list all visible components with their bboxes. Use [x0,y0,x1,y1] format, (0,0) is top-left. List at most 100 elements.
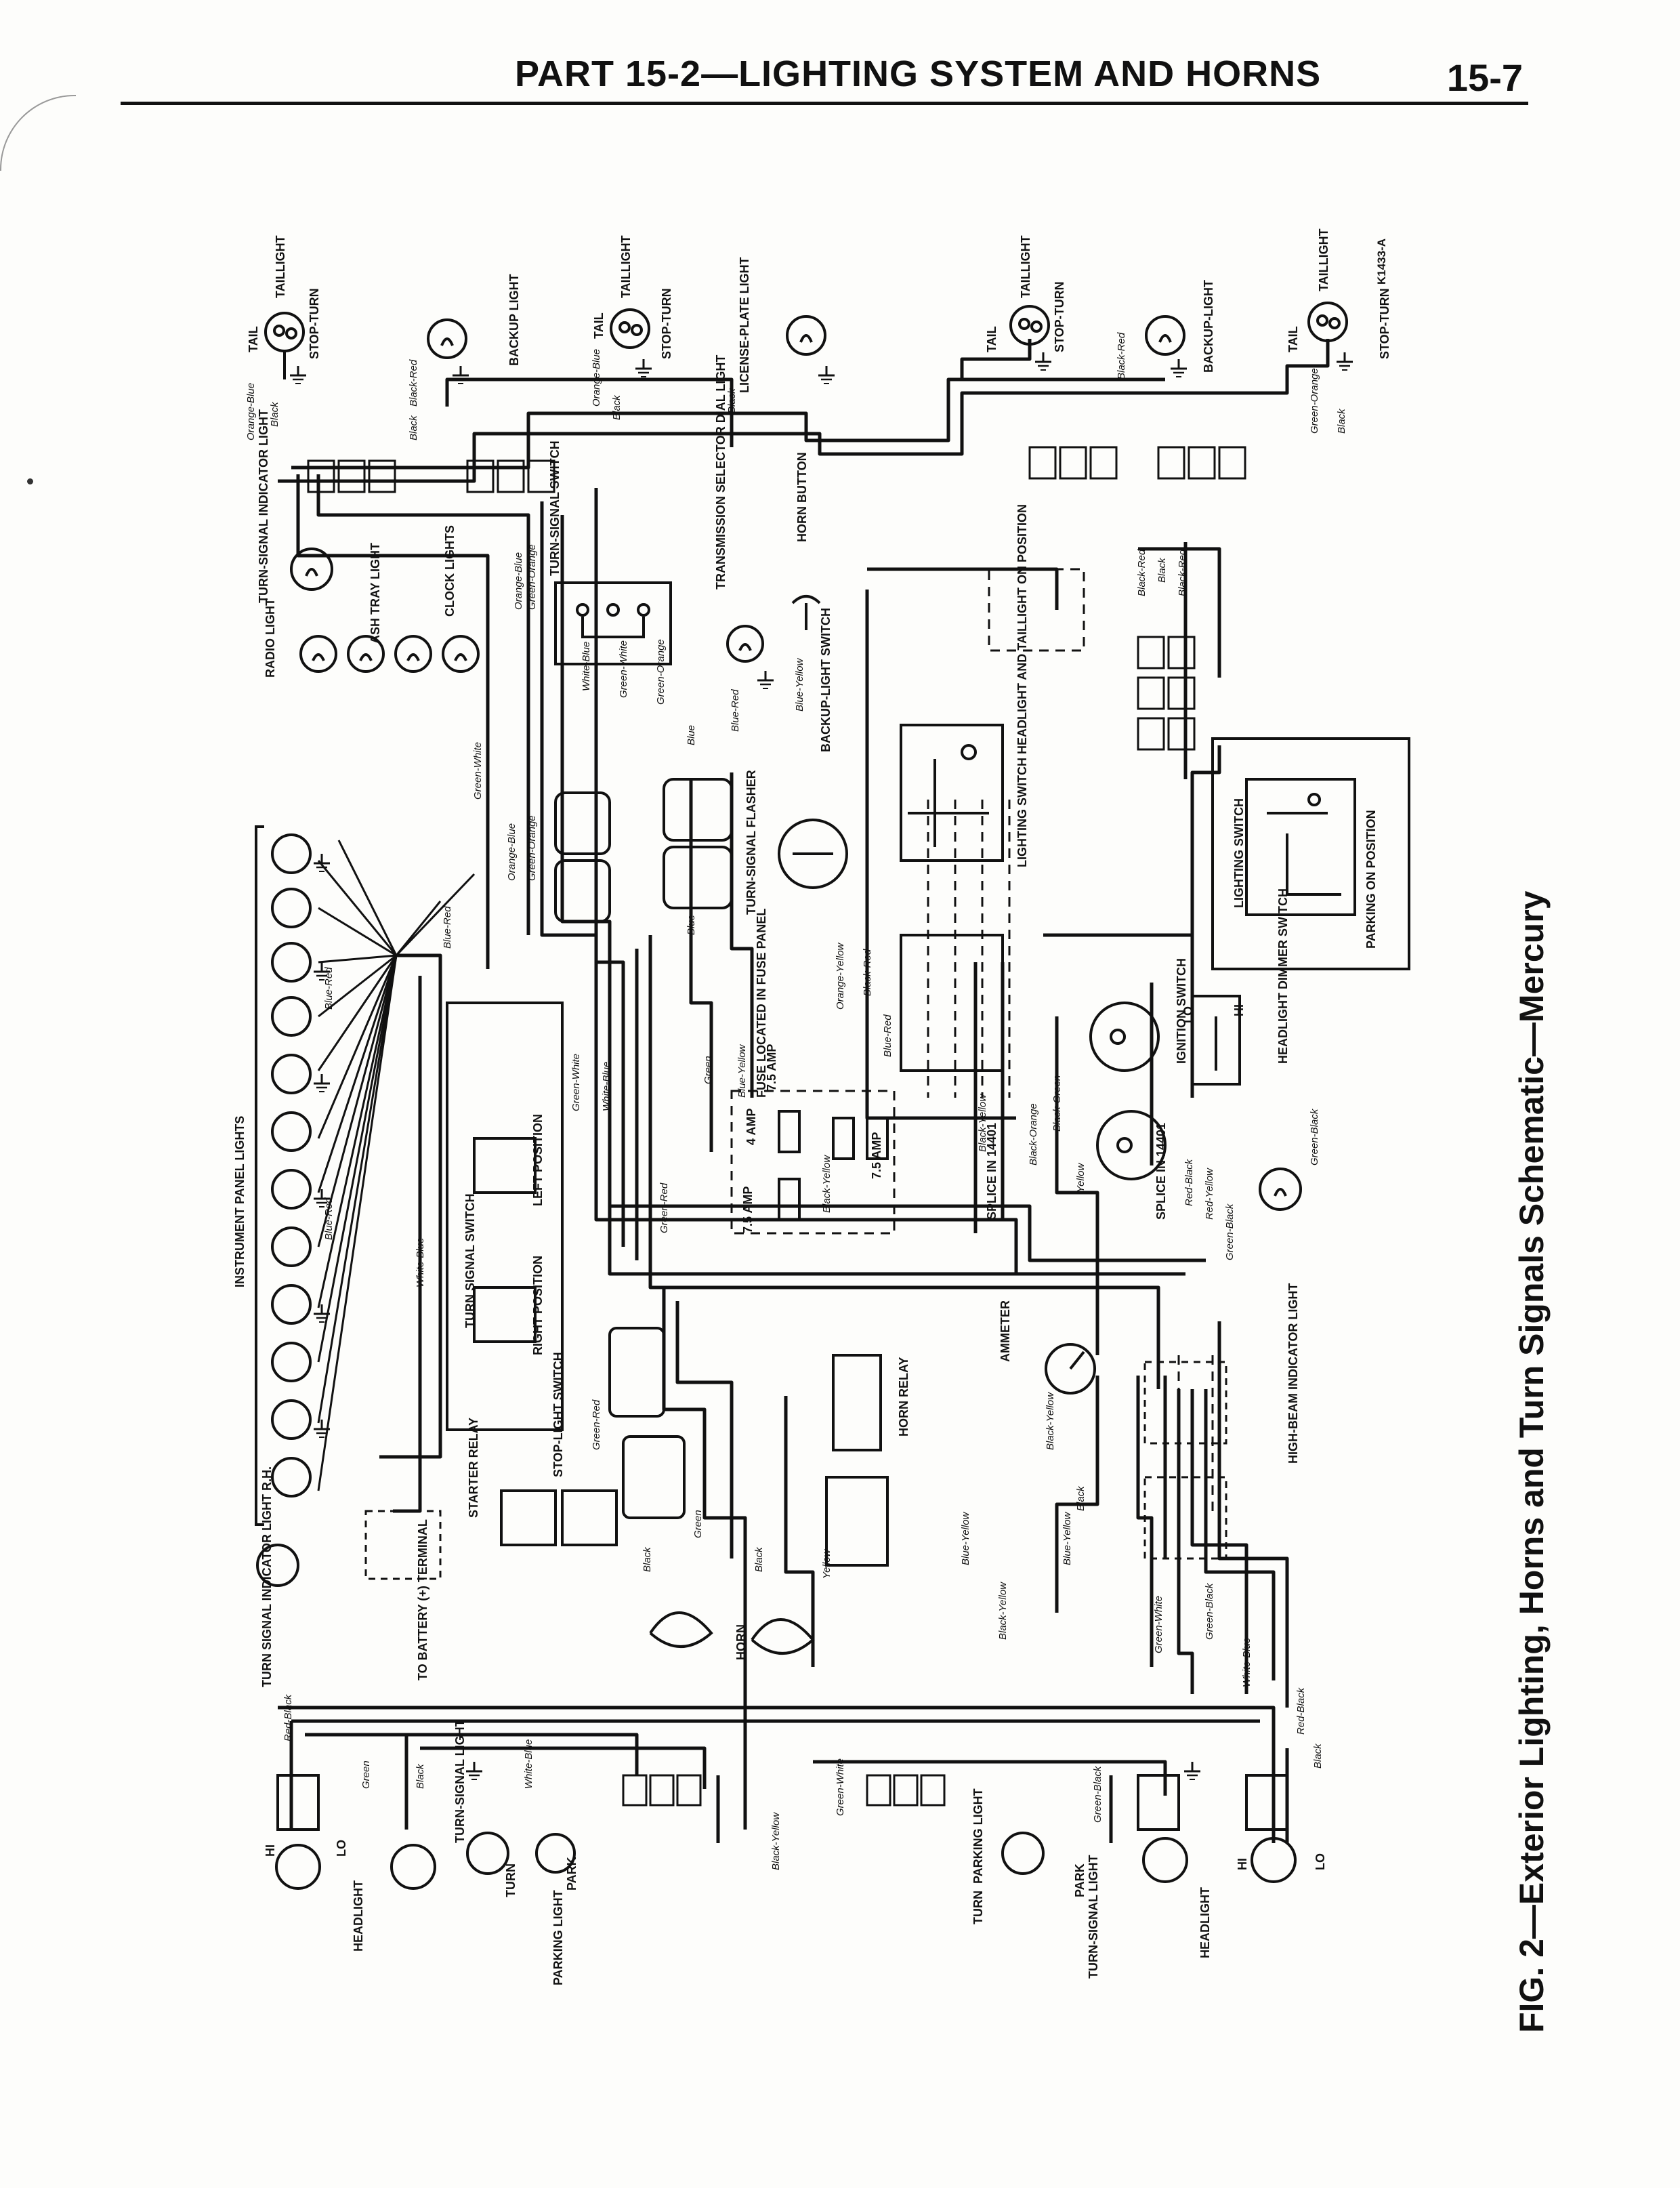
wire-red-yellow: Red-Yellow [1204,1168,1215,1220]
lamp-taillight-center [610,308,650,349]
lamp-radio [299,635,337,673]
label-ammeter: AMMETER [999,1300,1012,1362]
wire-orange-blue-3: Orange-Blue [513,552,524,610]
dashed-internal-wiring [730,568,1214,1518]
label-turn-signal-light-right: TURN-SIGNAL LIGHT [1087,1855,1100,1979]
wire-black-2: Black [408,415,419,440]
label-tail-3: TAIL [985,326,999,352]
lamp-transmission-dial [726,625,764,663]
wire-blue-yellow-3: Blue-Yellow [960,1511,971,1565]
turn-signal-switch-component [554,581,672,665]
high-beam-indicator-component [1259,1168,1302,1211]
wire-green-black-3: Green-Black [1204,1582,1215,1640]
wire-orange-blue-4: Orange-Blue [506,823,518,881]
label-tail-4: TAIL [1286,326,1300,352]
page-number: 15-7 [1446,56,1523,99]
lamp-taillight-left [264,312,305,379]
horn-components [649,1611,815,1655]
wire-green-2: Green [692,1510,704,1538]
label-horn-relay: HORN RELAY [897,1357,910,1437]
label-backup-light-left: BACKUP LIGHT [507,274,521,366]
wire-green-orange-3: Green-Orange [655,639,667,705]
wire-white-blue-4: White-Blue [1241,1638,1253,1687]
wire-black-yellow-5: Black-Yellow [770,1812,782,1870]
label-taillight-1: TAILLIGHT [274,235,287,298]
wire-orange-blue-2: Orange-Blue [591,349,602,407]
figure-caption: FIG. 2—Exterior Lighting, Horns and Turn… [1513,890,1551,2033]
wire-black-red-1: Black-Red [408,359,419,407]
wire-green-orange-2: Green-Orange [526,544,538,610]
turn-signal-switch-box [446,1002,564,1431]
label-turn-signal-indicator-rh: TURN SIGNAL INDICATOR LIGHT R.H. [260,1466,274,1687]
wire-black-6: Black [1156,557,1168,583]
wire-black-yellow-1: Black-Yellow [821,1155,833,1213]
label-turn-signal-switch: TURN-SIGNAL SWITCH [548,440,562,576]
wire-green-white-1: Green-White [618,640,629,698]
label-lighting-switch: LIGHTING SWITCH [1232,798,1246,908]
stop-light-switch-component [500,1327,686,1546]
header-rule [121,102,1528,105]
wire-blue-1: Blue [686,725,697,745]
ammeter-component [1045,1343,1096,1395]
page-header-title: PART 15-2—LIGHTING SYSTEM AND HORNS [515,54,1322,94]
wire-white-blue-1: White-Blue [581,642,592,691]
label-tail-1: TAIL [247,326,260,352]
parking-light-right [1001,1832,1045,1875]
label-taillight-2: TAILLIGHT [619,235,633,298]
label-dimmer-switch: HEADLIGHT DIMMER SWITCH [1276,888,1290,1064]
label-backup-light-switch: BACKUP-LIGHT SWITCH [819,608,833,752]
lamp-taillight-right [1009,305,1050,346]
label-amp-75-a: 7.5 AMP [765,1044,778,1091]
horn-button-component [791,595,821,630]
wire-black-yellow-3: Black-Yellow [1045,1392,1056,1450]
label-lighting-switch-on: LIGHTING SWITCH HEADLIGHT AND TAILLIGHT … [1015,504,1029,867]
label-parking-light-left: PARKING LIGHT [551,1890,565,1985]
headlight-right [1137,1774,1297,1883]
label-starter-relay: STARTER RELAY [467,1418,480,1518]
label-stop-light-switch: STOP-LIGHT SWITCH [551,1352,565,1477]
label-turn-signal-indicator: TURN-SIGNAL INDICATOR LIGHT [257,409,270,603]
lamp-license-plate [786,315,826,356]
wire-green-red-1: Green-Red [658,1182,670,1233]
label-stop-turn-1: STOP-TURN [308,288,321,359]
lamp-clock-1 [394,635,432,673]
wire-black-5: Black [1336,408,1347,434]
label-amp-75-c: 7.5 AMP [741,1186,755,1233]
label-stop-turn-4: STOP-TURN [1378,288,1391,359]
label-taillight-3: TAILLIGHT [1019,235,1032,298]
lamp-turn-signal-indicator [290,548,333,591]
wire-black-7: Black [642,1546,653,1572]
wire-black-yellow-4: Black-Yellow [997,1582,1009,1640]
wire-green-orange-1: Green-Orange [1309,368,1320,434]
turn-signal-flasher-component [554,778,848,923]
wire-black-red-3: Black-Red [1136,549,1148,596]
label-instrument-panel-lights: INSTRUMENT PANEL LIGHTS [233,1116,247,1287]
wire-black-9: Black [1075,1485,1087,1511]
label-turn-right: TURN [971,1891,985,1924]
lamp-taillight-far-right [1307,302,1348,342]
wire-black-3: Black [611,394,623,420]
right-connector-stack [1143,1361,1227,1560]
ignition-switch-component [1089,1002,1167,1180]
label-hi-left: HI [264,1844,277,1857]
label-clock-lights: CLOCK LIGHTS [443,525,457,617]
wire-black-4: Black [726,388,738,413]
wire-blue-2: Blue [686,915,697,935]
wire-blue-yellow-2: Blue-Yellow [736,1044,748,1098]
label-lo-right: LO [1314,1853,1327,1870]
wire-green-black-1: Green-Black [1224,1203,1236,1260]
wire-black-red-4: Black-Red [1177,549,1188,596]
wire-green-black-4: Green-Black [1092,1765,1104,1823]
label-horn-button: HORN BUTTON [795,452,809,542]
wire-blue-yellow-4: Blue-Yellow [1062,1511,1073,1565]
wire-black-11: Black [415,1763,426,1789]
rear-connectors [307,446,1246,751]
label-amp-4: 4 AMP [744,1109,758,1145]
label-turn-signal-flasher: TURN-SIGNAL FLASHER [744,770,758,915]
wire-blue-red-3: Blue-Red [323,967,335,1010]
label-right-position: RIGHT POSITION [531,1256,545,1355]
label-ash-tray-light: ASH TRAY LIGHT [369,543,382,644]
label-ignition-switch: IGNITION SWITCH [1175,958,1188,1064]
wire-white-blue-5: White-Blue [523,1739,534,1789]
